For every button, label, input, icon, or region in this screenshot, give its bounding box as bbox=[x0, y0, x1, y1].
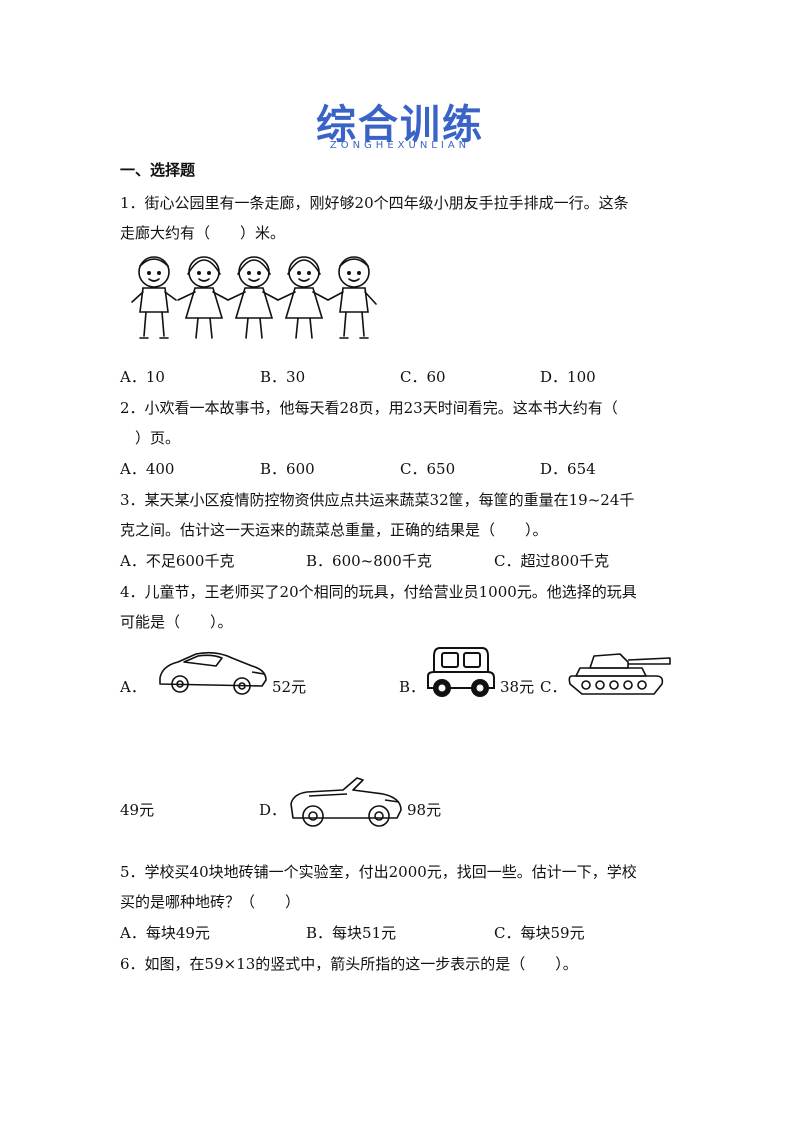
q4-option-c-letter[interactable]: C． bbox=[540, 678, 567, 696]
tank-icon bbox=[568, 653, 671, 695]
q1-option-a[interactable]: A．10 bbox=[120, 368, 165, 386]
question-1-line-1: 1．街心公园里有一条走廊，刚好够20个四年级小朋友手拉手排成一行。这条 bbox=[120, 194, 629, 212]
question-2-line-1: 2．小欢看一本故事书，他每天看28页，用23天时间看完。这本书大约有（ bbox=[120, 399, 618, 417]
q4-option-b-price: 38元 bbox=[500, 678, 535, 696]
q4-option-a-price: 52元 bbox=[272, 678, 307, 696]
logo-title: 综合训练 bbox=[316, 102, 484, 148]
q4-option-d-letter[interactable]: D． bbox=[259, 801, 287, 819]
question-4-line-1: 4．儿童节，王老师买了20个相同的玩具，付给营业员1000元。他选择的玩具 bbox=[120, 583, 637, 601]
q3-option-c[interactable]: C．超过800千克 bbox=[494, 552, 610, 570]
convertible-car-icon bbox=[290, 777, 402, 827]
q2-option-a[interactable]: A．400 bbox=[120, 460, 175, 478]
question-2-line-2: ）页。 bbox=[120, 429, 181, 447]
question-5-line-2: 买的是哪种地砖？（ ） bbox=[120, 893, 301, 911]
q4-option-d-price: 98元 bbox=[407, 801, 442, 819]
question-3-line-1: 3．某天某小区疫情防控物资供应点共运来蔬菜32筐，每筐的重量在19~24千 bbox=[120, 491, 635, 509]
q4-option-c-price: 49元 bbox=[120, 801, 155, 819]
q2-option-d[interactable]: D．654 bbox=[540, 460, 596, 478]
q3-option-a[interactable]: A．不足600千克 bbox=[120, 552, 235, 570]
q3-option-b[interactable]: B．600~800千克 bbox=[306, 552, 432, 570]
question-6-line-1: 6．如图，在59×13的竖式中，箭头所指的这一步表示的是（ ）。 bbox=[120, 955, 578, 973]
section-heading: 一、选择题 bbox=[120, 161, 196, 179]
q4-option-a-letter[interactable]: A． bbox=[120, 678, 146, 696]
sports-car-icon bbox=[159, 651, 267, 695]
question-5-line-1: 5．学校买40块地砖铺一个实验室，付出2000元，找回一些。估计一下，学校 bbox=[120, 863, 637, 881]
question-1-line-2: 走廊大约有（ ）米。 bbox=[120, 224, 286, 242]
question-3-line-2: 克之间。估计这一天运来的蔬菜总重量，正确的结果是（ ）。 bbox=[120, 521, 548, 539]
logo-subtitle: ZONGHEXUNLIAN bbox=[329, 140, 471, 151]
q4-option-b-letter[interactable]: B． bbox=[399, 678, 426, 696]
q5-option-c[interactable]: C．每块59元 bbox=[494, 924, 585, 942]
question-4-line-2: 可能是（ ）。 bbox=[120, 613, 233, 631]
q1-option-b[interactable]: B．30 bbox=[260, 368, 306, 386]
q1-option-d[interactable]: D．100 bbox=[540, 368, 596, 386]
q1-option-c[interactable]: C．60 bbox=[400, 368, 446, 386]
q5-option-b[interactable]: B．每块51元 bbox=[306, 924, 397, 942]
toy-car-icon bbox=[427, 647, 495, 697]
q2-option-c[interactable]: C．650 bbox=[400, 460, 456, 478]
children-holding-hands-icon bbox=[131, 256, 377, 339]
q2-option-b[interactable]: B．600 bbox=[260, 460, 315, 478]
q5-option-a[interactable]: A．每块49元 bbox=[120, 924, 210, 942]
